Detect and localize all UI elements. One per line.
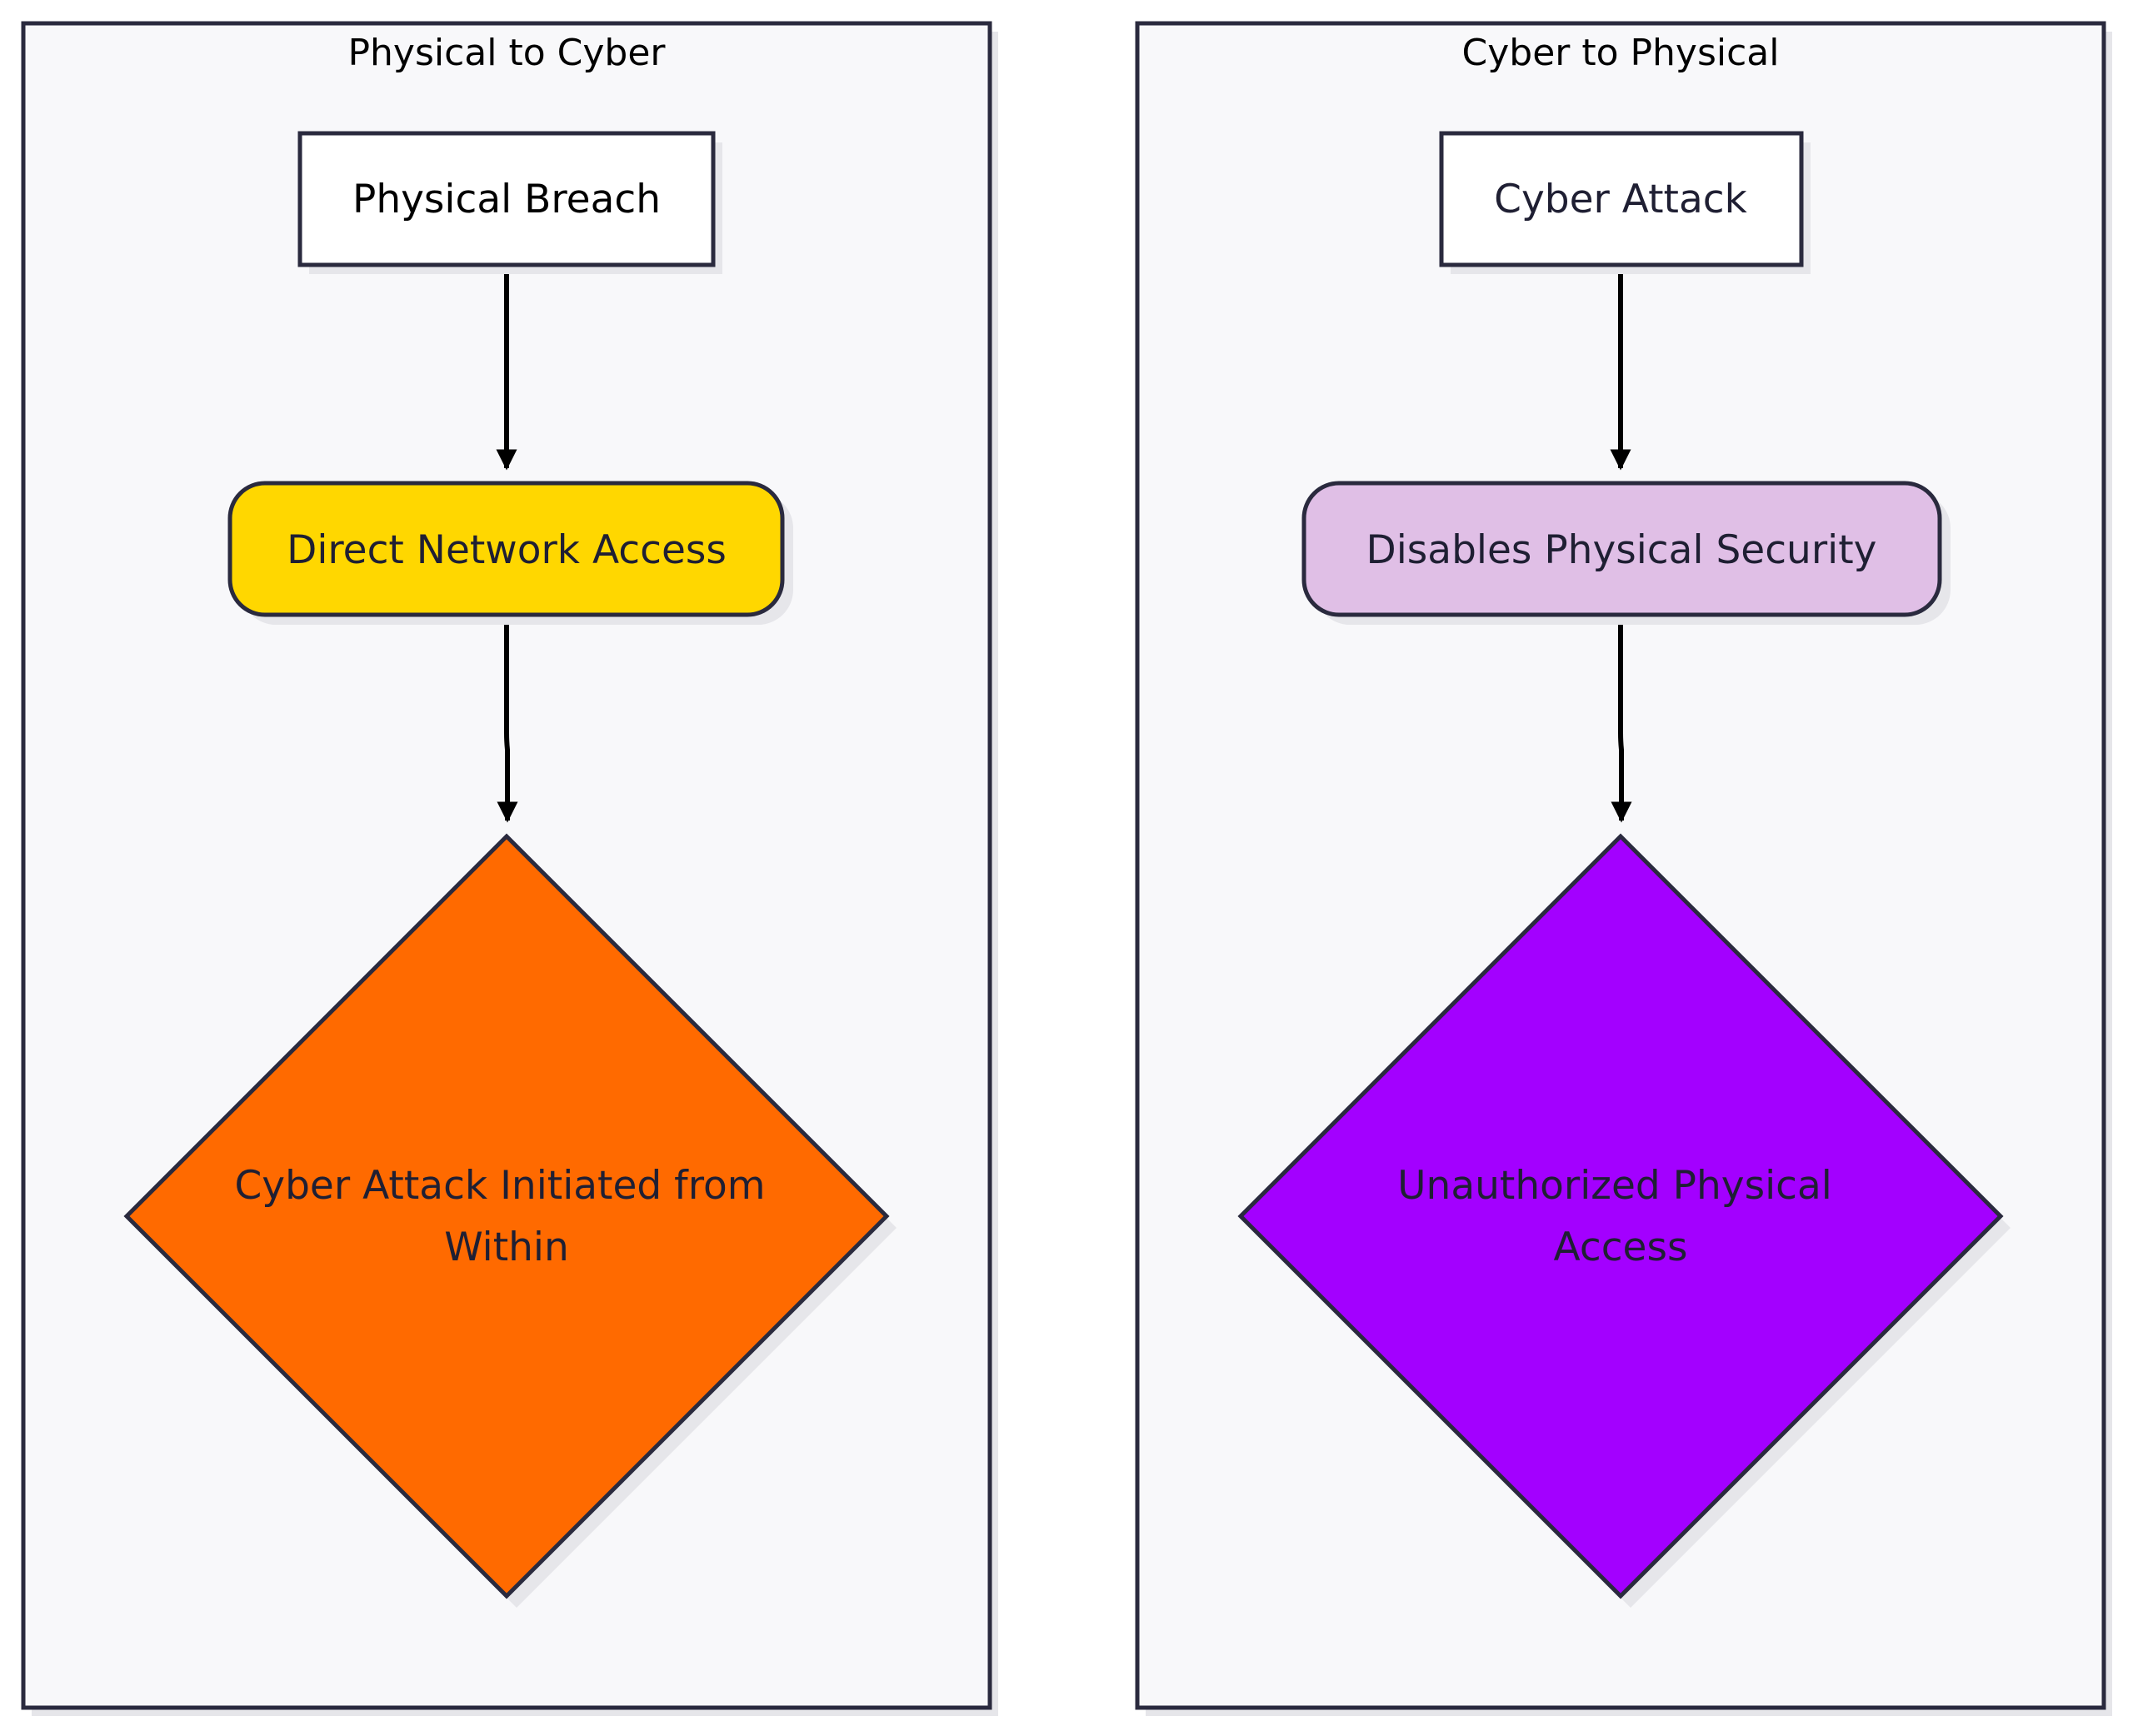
node-direct-network-access: Direct Network Access: [227, 481, 793, 625]
node-label-line-2: Access: [1554, 1225, 1688, 1270]
cluster-physical-to-cyber: Physical to Cyber Physical Breach Direct…: [21, 21, 998, 1716]
node-label-line-2: Within: [444, 1225, 569, 1270]
node-box: [227, 481, 785, 617]
node-label: Physical Breach: [352, 177, 661, 222]
node-label: Disables Physical Security: [1366, 527, 1877, 573]
node-cyber-attack: Cyber Attack: [1439, 131, 1811, 274]
node-disables-physical-security: Disables Physical Security: [1301, 481, 1951, 625]
node-label: Cyber Attack: [1494, 177, 1747, 222]
node-label-line-1: Unauthorized Physical: [1397, 1163, 1832, 1209]
node-physical-breach: Physical Breach: [297, 131, 722, 274]
node-cyber-attack-from-within: Cyber Attack Initiated from Within: [123, 833, 897, 1608]
node-box: [297, 131, 716, 267]
decision-diamond: [1237, 833, 2004, 1599]
decision-diamond: [123, 833, 890, 1599]
node-label-line-1: Cyber Attack Initiated from: [234, 1163, 765, 1209]
cluster-cyber-to-physical: Cyber to Physical Cyber Attack Disables …: [1135, 21, 2112, 1716]
node-unauthorized-physical-access: Unauthorized Physical Access: [1237, 833, 2011, 1608]
node-box: [1439, 131, 1804, 267]
node-box: [1301, 481, 1942, 617]
node-label: Direct Network Access: [287, 527, 727, 573]
cluster-title: Cyber to Physical: [1462, 32, 1780, 74]
cluster-title: Physical to Cyber: [348, 32, 667, 74]
